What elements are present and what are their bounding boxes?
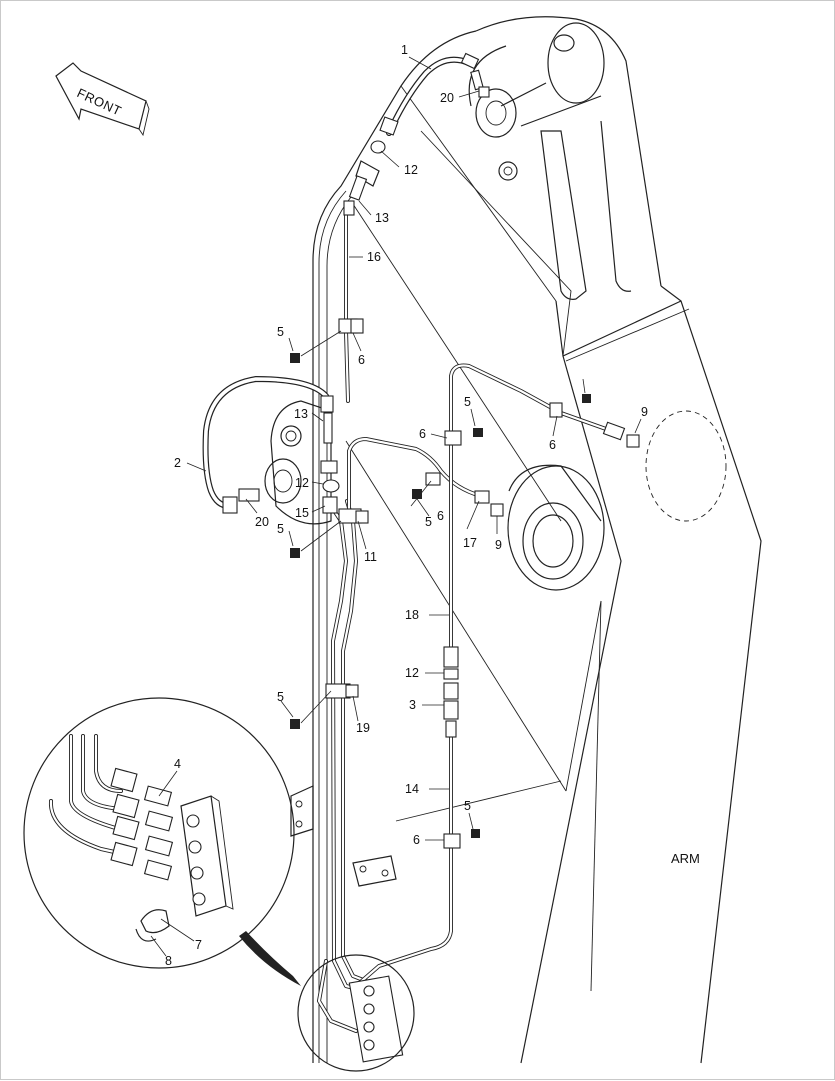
label-part-3: 3: [409, 698, 416, 712]
label-part-19: 19: [356, 721, 370, 735]
label-part-2: 2: [174, 456, 181, 470]
label-part-18: 18: [405, 608, 419, 622]
label-part-6: 6: [437, 509, 444, 523]
label-part-5: 5: [464, 799, 471, 813]
label-part-9: 9: [641, 405, 648, 419]
label-part-8: 8: [165, 954, 172, 968]
label-part-4: 4: [174, 757, 181, 771]
label-part-14: 14: [405, 782, 419, 796]
label-part-5: 5: [277, 690, 284, 704]
leader-lines: [150, 56, 642, 957]
fittings: [222, 52, 640, 1063]
arm-label: ARM: [671, 851, 700, 866]
label-part-12: 12: [404, 163, 418, 177]
label-part-12: 12: [295, 476, 309, 490]
label-part-7: 7: [195, 938, 202, 952]
label-part-16: 16: [367, 250, 381, 264]
label-part-5: 5: [425, 515, 432, 529]
part-labels: 1 20 12 13 16 5 6 2 13 12 15 20 5 11 5 6…: [165, 43, 700, 968]
label-part-12: 12: [405, 666, 419, 680]
label-part-17: 17: [463, 536, 477, 550]
label-part-13: 13: [294, 407, 308, 421]
label-part-1: 1: [401, 43, 408, 57]
label-part-13: 13: [375, 211, 389, 225]
label-part-20: 20: [440, 91, 454, 105]
label-part-5: 5: [277, 325, 284, 339]
detail-callout: [23, 697, 415, 1072]
label-part-5: 5: [464, 395, 471, 409]
label-part-15: 15: [295, 506, 309, 520]
front-label: FRONT: [75, 85, 124, 119]
label-part-5: 5: [277, 522, 284, 536]
hydraulic-lines: [202, 56, 608, 1033]
arm-body: [264, 16, 762, 1064]
front-arrow-icon: FRONT: [55, 62, 150, 137]
label-part-6: 6: [549, 438, 556, 452]
label-part-6: 6: [419, 427, 426, 441]
label-part-6: 6: [358, 353, 365, 367]
label-part-6: 6: [413, 833, 420, 847]
label-part-9: 9: [495, 538, 502, 552]
label-part-20: 20: [255, 515, 269, 529]
label-part-11: 11: [364, 550, 377, 564]
